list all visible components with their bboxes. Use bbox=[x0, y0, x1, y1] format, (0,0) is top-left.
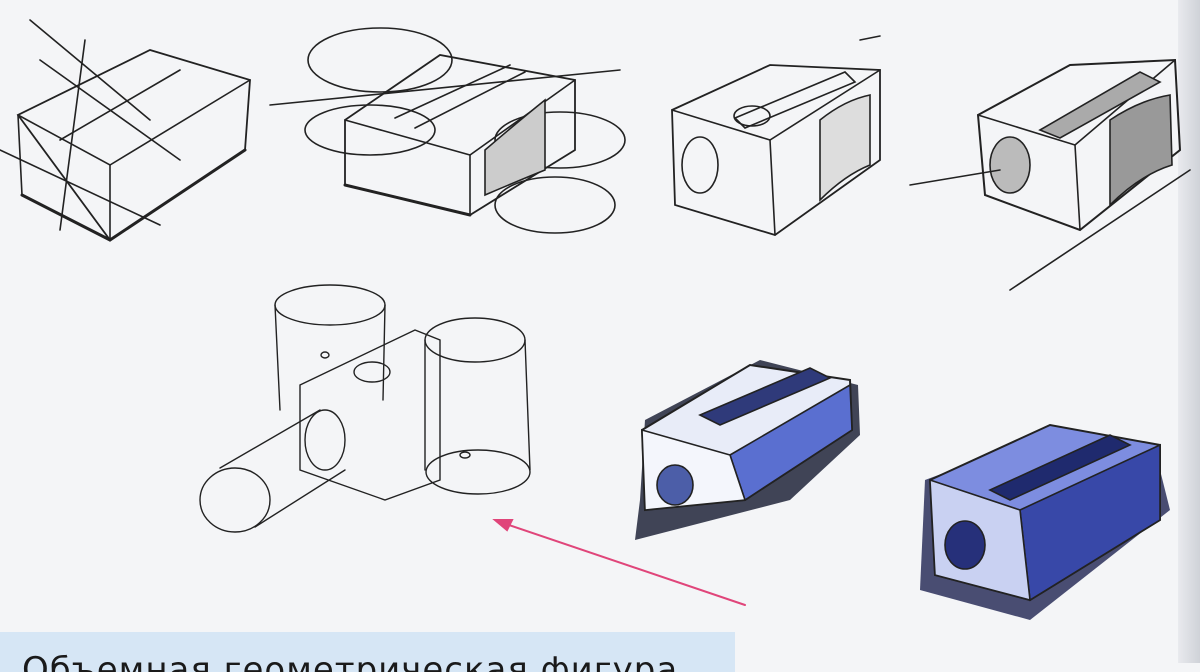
sketch-sharpener-outline bbox=[671, 35, 881, 236]
sketch-marker-rendering-1 bbox=[635, 360, 860, 540]
pointer-arrow bbox=[492, 519, 746, 606]
sketch-sharpener-construction bbox=[269, 27, 626, 234]
sketch-marker-rendering-2 bbox=[920, 423, 1170, 620]
caption-box: Объемная геометрическая фигура bbox=[0, 632, 735, 672]
caption-text: Объемная геометрическая фигура bbox=[22, 650, 679, 672]
sketch-box bbox=[0, 19, 251, 242]
sketch-sharpener-detailed bbox=[909, 58, 1191, 291]
page-edge bbox=[1178, 0, 1200, 663]
sketch-cylinder-decomposition bbox=[199, 284, 531, 533]
